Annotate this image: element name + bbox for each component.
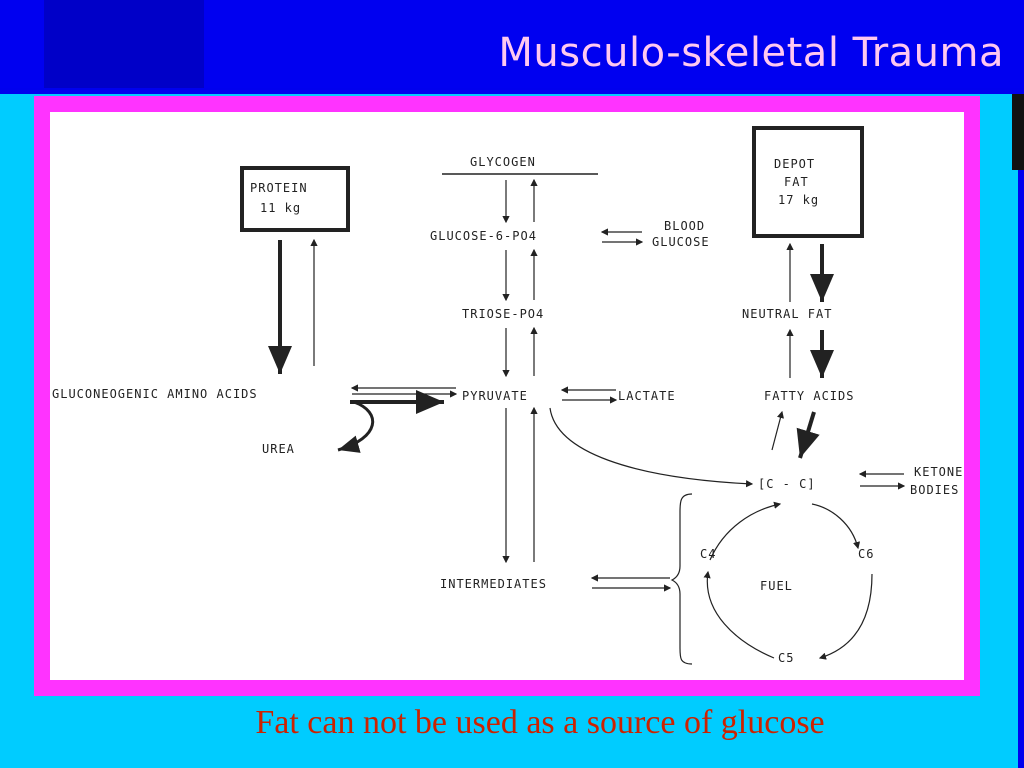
blood-glucose-label-2: GLUCOSE bbox=[652, 235, 710, 249]
fatty-acids-label: FATTY ACIDS bbox=[764, 389, 854, 403]
c-c-label: [C - C] bbox=[758, 477, 816, 491]
edge-strip bbox=[1018, 170, 1024, 768]
blood-glucose-label-1: BLOOD bbox=[664, 219, 705, 233]
glucose-6-po4-label: GLUCOSE-6-PO4 bbox=[430, 229, 537, 243]
c4-label: C4 bbox=[700, 547, 716, 561]
urea-label: UREA bbox=[262, 442, 295, 456]
lactate-label: LACTATE bbox=[618, 389, 676, 403]
slide-title: Musculo-skeletal Trauma bbox=[498, 30, 1004, 76]
fuel-label: FUEL bbox=[760, 579, 793, 593]
edge-shadow bbox=[1012, 94, 1024, 170]
slide-caption: Fat can not be used as a source of gluco… bbox=[255, 704, 825, 741]
c5-label: C5 bbox=[778, 651, 794, 665]
protein-box bbox=[240, 166, 350, 232]
neutral-fat-label: NEUTRAL FAT bbox=[742, 307, 832, 321]
gluconeogenic-amino-acids-label: GLUCONEOGENIC AMINO ACIDS bbox=[52, 387, 258, 401]
protein-mass: 11 kg bbox=[260, 201, 301, 215]
title-corner-block bbox=[44, 0, 204, 88]
depot-fat-label-1: DEPOT bbox=[774, 157, 815, 171]
c6-label: C6 bbox=[858, 547, 874, 561]
glycogen-label: GLYCOGEN bbox=[470, 155, 536, 169]
ketone-bodies-label-2: BODIES bbox=[910, 483, 959, 497]
pyruvate-label: PYRUVATE bbox=[462, 389, 528, 403]
ketone-bodies-label-1: KETONE bbox=[914, 465, 963, 479]
triose-po4-label: TRIOSE-PO4 bbox=[462, 307, 544, 321]
protein-title: PROTEIN bbox=[250, 181, 308, 195]
depot-fat-mass: 17 kg bbox=[778, 193, 819, 207]
depot-fat-label-2: FAT bbox=[784, 175, 809, 189]
metabolism-diagram: PROTEIN 11 kg DEPOT FAT 17 kg GLYCOGEN G… bbox=[52, 126, 963, 665]
intermediates-label: INTERMEDIATES bbox=[440, 577, 547, 591]
depot-fat-box bbox=[752, 126, 864, 238]
diagram-frame bbox=[34, 96, 980, 696]
